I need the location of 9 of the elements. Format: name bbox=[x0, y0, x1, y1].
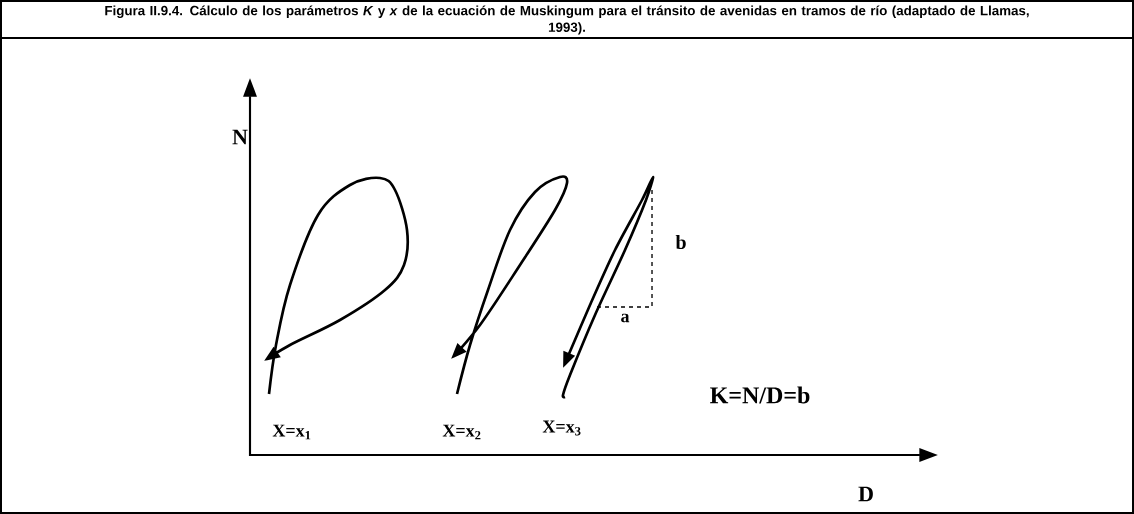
curve-label: X=x$_{1}$ bbox=[272, 424, 311, 440]
dimension-label: a bbox=[621, 313, 630, 323]
figure-title: Figura II.9.4. Cálculo de los parámetros K y x de la ecuación de Muskingum para el tránsito de avenidas en tramos de río (adaptado de Llamas, 1993). bbox=[105, 5, 1029, 35]
axis-label: N bbox=[232, 129, 248, 145]
curve-label: X=x$_{3}$ bbox=[542, 420, 581, 436]
dimension-label: b bbox=[675, 235, 686, 250]
axis-label: D bbox=[858, 486, 873, 502]
equation-label: K=N/D=b bbox=[710, 386, 810, 404]
curve-label: X=x$_{2}$ bbox=[442, 424, 481, 440]
